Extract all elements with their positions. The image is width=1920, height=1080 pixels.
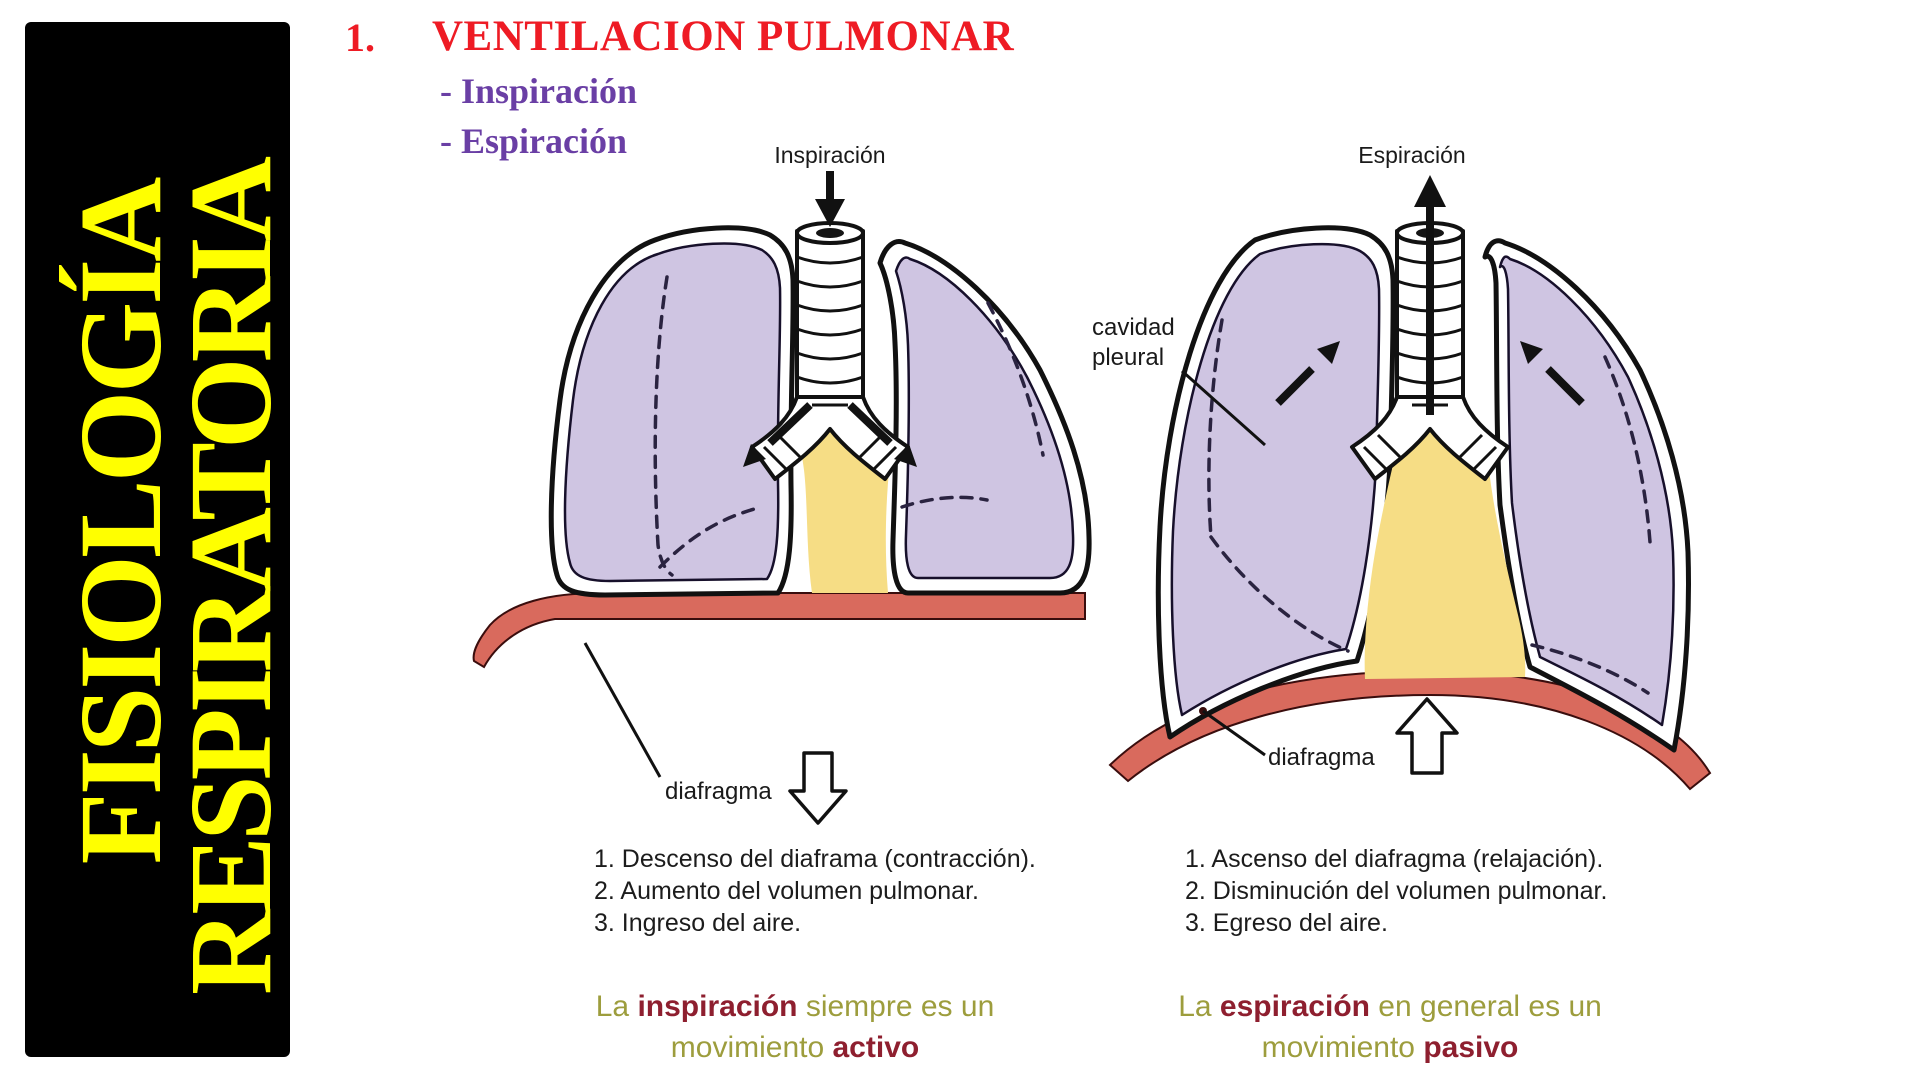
trachea	[795, 229, 865, 405]
inspiration-air-arrow-head	[815, 199, 845, 227]
list-item: 2. Aumento del volumen pulmonar.	[594, 877, 979, 905]
airflow-arrow-right-head	[1520, 341, 1543, 364]
list-item: 1. Descenso del diaframa (contracción).	[594, 845, 1036, 873]
expiration-caption: La espiración en general es un movimient…	[1130, 986, 1650, 1068]
vertical-title-respiratoria: RESPIRATORIA	[165, 161, 296, 995]
diaphragm-label-inspiration: diafragma	[665, 778, 772, 805]
diaphragm-pointer-line	[1202, 709, 1266, 757]
inspiration-diagram: Inspiración diafragma	[472, 142, 1092, 825]
airflow-arrow-right-line	[847, 402, 893, 446]
airflow-arrow-left-head	[743, 444, 766, 467]
vertical-title-fisiologia: FISIOLOGÍA	[55, 179, 186, 865]
pleural-cavity-pointer-line	[1181, 369, 1266, 447]
diaphragm-expiration	[1108, 669, 1712, 791]
dashed-outline-left	[1207, 318, 1224, 539]
list-item: 1. Ascenso del diafragma (relajación).	[1185, 845, 1604, 873]
left-lung	[1170, 242, 1381, 717]
caption-text: siempre es un	[797, 990, 995, 1023]
diaphragm-pointer-line	[583, 642, 662, 778]
expiration-steps-list: 1. Ascenso del diafragma (relajación). 2…	[1185, 843, 1745, 939]
dashed-expiratory-outline-right-top	[986, 301, 1045, 457]
pleural-cavity-label-line1: cavidad	[1092, 314, 1175, 341]
bronchi	[1350, 395, 1510, 481]
diaphragm-label-expiration: diafragma	[1268, 744, 1375, 771]
pleural-cavity-label-line2: pleural	[1092, 344, 1164, 371]
caption-text: La	[1178, 990, 1220, 1023]
inspiration-label: Inspiración	[774, 142, 885, 168]
subitem-espiracion: - Espiración	[440, 121, 628, 161]
subitem-inspiracion: - Inspiración	[440, 71, 638, 111]
mediastinum-expiration	[1364, 423, 1526, 679]
list-item: 3. Ingreso del aire.	[594, 909, 802, 937]
caption-emphasis: pasivo	[1423, 1031, 1519, 1064]
list-item: 2. Disminución del volumen pulmonar.	[1185, 877, 1608, 905]
trachea-lumen	[816, 228, 844, 238]
trachea-rings	[796, 255, 864, 385]
airflow-arrow-left-head	[1317, 341, 1340, 364]
caption-text: movimiento	[670, 1031, 833, 1064]
list-item: 3. Egreso del aire.	[1185, 909, 1388, 937]
airflow-arrow-left-line	[1275, 366, 1315, 406]
sidebar-title-band: FISIOLOGÍA RESPIRATORIA	[25, 22, 296, 1057]
diaphragm-inspiration	[472, 592, 1086, 669]
dashed-expiratory-outline-left-base	[658, 505, 764, 569]
diaphragm-motion-up-arrow	[1395, 697, 1459, 775]
dashed-outline-left-base	[1209, 535, 1350, 653]
caption-emphasis: inspiración	[637, 990, 798, 1023]
bronchi-rings	[1362, 403, 1498, 471]
bronchi	[750, 395, 910, 481]
caption-emphasis: espiración	[1219, 990, 1370, 1023]
inspiration-caption: La inspiración siempre es un movimiento …	[535, 986, 1055, 1068]
diaphragm-motion-down-arrow	[788, 751, 848, 825]
bronchi-rings	[762, 403, 898, 471]
airflow-arrow-right-line	[1545, 366, 1585, 406]
expiration-air-arrow-head	[1414, 175, 1446, 207]
airflow-arrow-left-line	[767, 402, 813, 446]
page-title: VENTILACION PULMONAR	[432, 13, 1015, 60]
dashed-outline-right-base	[1530, 643, 1650, 695]
heading-number: 1.	[345, 15, 375, 60]
caption-text: movimiento	[1261, 1031, 1424, 1064]
inspiration-steps-list: 1. Descenso del diaframa (contracción). …	[594, 843, 1154, 939]
caption-emphasis: activo	[832, 1031, 920, 1064]
expiration-label: Espiración	[1358, 142, 1465, 168]
caption-text: La	[595, 990, 638, 1023]
expiration-diagram: Espiración cavidad pleural diafragma	[1092, 142, 1712, 791]
dashed-expiratory-outline-right-base	[900, 495, 989, 509]
airflow-arrow-right-head	[894, 444, 917, 467]
left-lung	[563, 242, 782, 583]
dashed-outline-right	[1603, 355, 1652, 544]
right-lung	[1498, 255, 1675, 727]
caption-text: en general es un	[1369, 990, 1602, 1023]
